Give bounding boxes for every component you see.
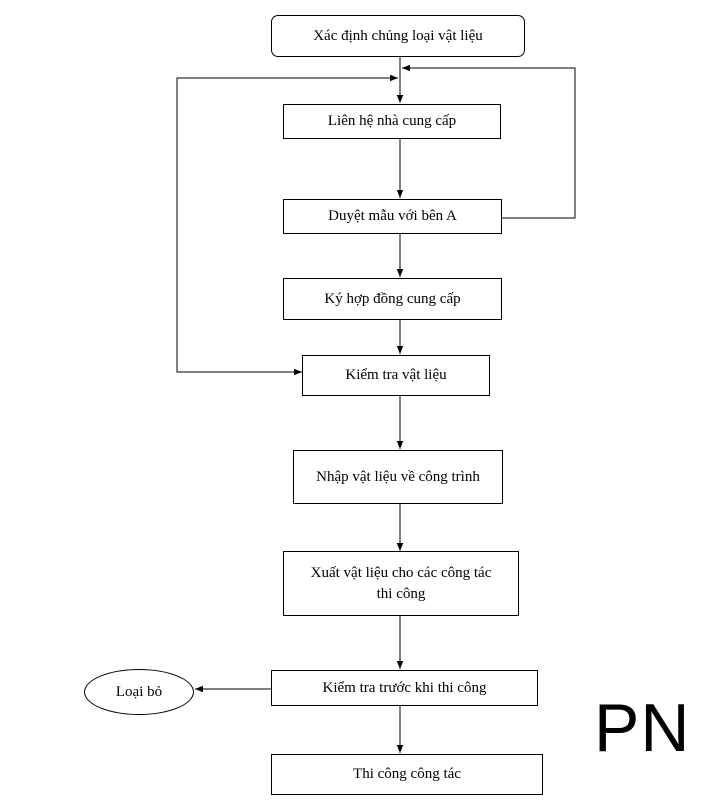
node-pre-construction-check-label: Kiểm tra trước khi thi công [322,679,487,696]
node-inspect-material: Kiểm tra vật liệu [302,355,490,396]
node-reject-label: Loại bỏ [115,683,163,700]
node-start: Xác định chủng loại vật liệu [271,15,525,57]
watermark-text: PN [594,690,691,766]
node-sign-contract: Ký hợp đồng cung cấp [283,278,502,320]
node-import-material-label: Nhập vật liệu về công trình [316,468,480,485]
node-contact-supplier-label: Liên hệ nhà cung cấp [327,113,457,129]
node-inspect-material-label: Kiểm tra vật liệu [345,367,447,383]
node-pre-construction-check: Kiểm tra trước khi thi công [271,670,538,706]
node-sign-contract-label: Ký hợp đồng cung cấp [324,290,461,307]
node-start-label: Xác định chủng loại vật liệu [313,27,483,44]
node-import-material: Nhập vật liệu về công trình [293,450,503,504]
node-reject: Loại bỏ [84,669,194,715]
node-export-material-label: Xuất vật liệu cho các công tác thi công [310,564,492,602]
loop-approve-to-contact [402,64,576,219]
node-construction: Thi công công tác [271,754,543,795]
node-approve-sample-label: Duyệt mẫu với bên A [328,208,457,224]
node-approve-sample: Duyệt mẫu với bên A [283,199,502,234]
node-construction-label: Thi công công tác [353,766,461,782]
node-export-material: Xuất vật liệu cho các công tác thi công [283,551,519,616]
node-contact-supplier: Liên hệ nhà cung cấp [283,104,501,139]
